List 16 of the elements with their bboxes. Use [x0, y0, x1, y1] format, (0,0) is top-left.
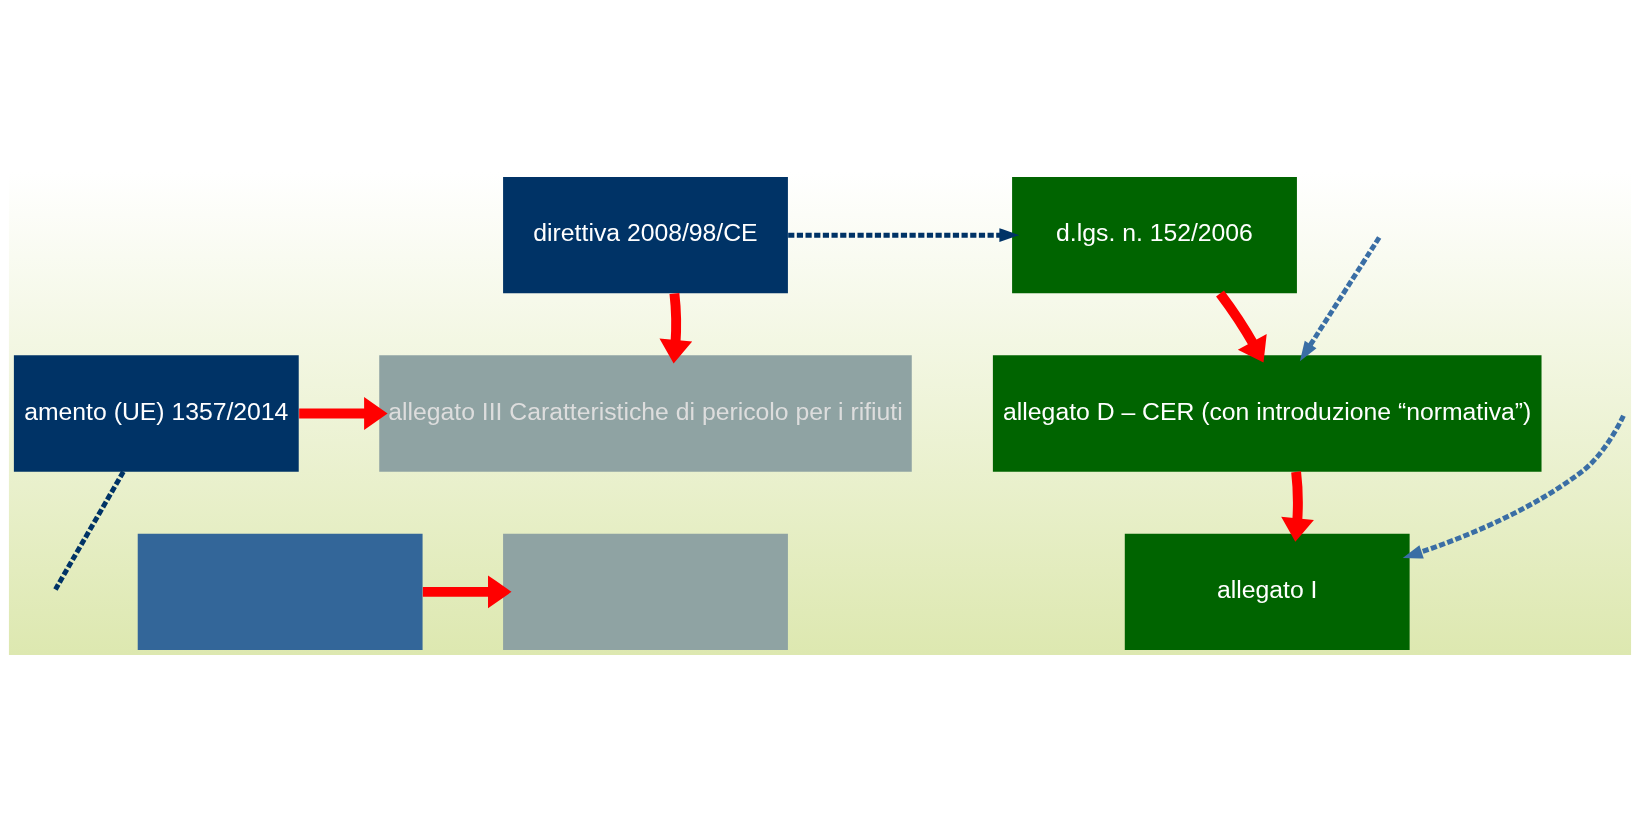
arrow: [1281, 470, 1314, 542]
arrow: [299, 396, 388, 430]
node-box: d.lgs. n. 152/2006: [1012, 176, 1297, 293]
connector: [53, 470, 126, 591]
arrow: [788, 227, 1020, 242]
node-box: [503, 533, 788, 650]
node-box: [137, 533, 423, 650]
arrow: [1216, 290, 1267, 362]
node-box: allegato III Caratteristiche di pericolo per i rifiuti: [379, 354, 912, 472]
arrow: [1402, 414, 1626, 558]
node-box: allegato I: [1124, 533, 1410, 650]
arrow: [422, 574, 512, 608]
arrow: [1299, 235, 1382, 361]
node-box: allegato D – CER (con introduzione “normativa”): [992, 354, 1542, 472]
node-box: direttiva 2008/98/CE: [503, 176, 788, 293]
node-box: amento (UE) 1357/2014: [13, 354, 299, 472]
